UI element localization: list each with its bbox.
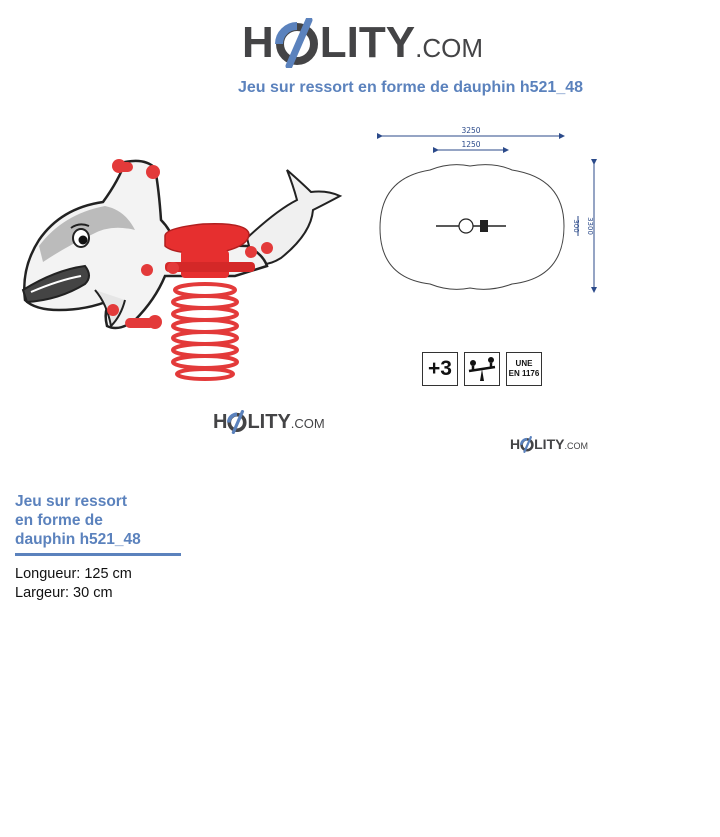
product-title-line: en forme de bbox=[15, 512, 103, 529]
footprint-diagram: 3250 1250 300 3300 bbox=[377, 126, 597, 293]
watermark-letter-h: H bbox=[510, 436, 521, 452]
page-title: Jeu sur ressort en forme de dauphin h521… bbox=[238, 79, 584, 96]
product-title: Jeu sur ressort en forme de dauphin h521… bbox=[15, 492, 185, 549]
standard-line-2: EN 1176 bbox=[508, 369, 540, 378]
standard-badge: UNE EN 1176 bbox=[506, 352, 542, 386]
watermark-o-icon bbox=[520, 436, 534, 453]
logo-word: LITY bbox=[319, 18, 416, 67]
seesaw-icon bbox=[464, 352, 500, 386]
spec-width: Largeur: 30 cm bbox=[15, 585, 113, 601]
spec-list: Longueur: 125 cm Largeur: 30 cm bbox=[15, 565, 132, 603]
dolphin-spring-rider-image bbox=[21, 159, 343, 381]
watermark-o-icon bbox=[227, 409, 247, 435]
age-badge: +3 bbox=[422, 352, 458, 386]
dimension-label: 3300 bbox=[586, 217, 594, 235]
watermark-word: LITY bbox=[247, 411, 291, 433]
spec-length: Longueur: 125 cm bbox=[15, 566, 132, 582]
watermark-logo-small: H LITY .COM bbox=[510, 435, 588, 453]
watermark-letter-h: H bbox=[213, 411, 228, 433]
site-logo[interactable]: H LITY .COM bbox=[242, 12, 483, 70]
logo-o-icon bbox=[274, 16, 319, 70]
watermark-tld: .COM bbox=[564, 441, 588, 451]
title-divider bbox=[15, 553, 181, 556]
logo-tld: .COM bbox=[415, 33, 483, 63]
watermark-tld: .COM bbox=[290, 416, 325, 431]
dimension-label: 300 bbox=[572, 219, 580, 232]
dimension-label: 3250 bbox=[461, 126, 480, 135]
dimension-label: 1250 bbox=[461, 140, 480, 149]
logo-letter-h: H bbox=[242, 18, 274, 67]
watermark-logo: H LITY .COM bbox=[213, 408, 325, 435]
standard-line-1: UNE bbox=[515, 359, 533, 368]
product-title-line: Jeu sur ressort bbox=[15, 493, 127, 510]
watermark-word: LITY bbox=[534, 436, 565, 452]
product-title-line: dauphin h521_48 bbox=[15, 531, 141, 548]
